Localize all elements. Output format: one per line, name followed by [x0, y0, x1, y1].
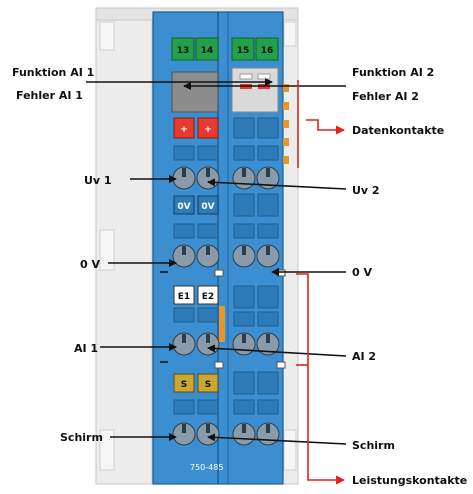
right-callouts — [183, 82, 347, 445]
label-datenkontakte: Datenkontakte — [352, 124, 444, 137]
marker-e1: E1 — [178, 292, 190, 302]
datenkontakte-arrow — [297, 80, 345, 168]
terminal-number-tags: 13 14 15 16 — [171, 37, 279, 61]
label-funktion-ai2: Funktion AI 2 — [352, 66, 434, 79]
marker-0v-1: 0V — [177, 202, 190, 212]
s-markers: S S — [173, 373, 219, 393]
label-fehler-ai1: Fehler AI 1 — [16, 89, 83, 102]
plus-markers: + + — [173, 117, 279, 139]
terminal-15: 15 — [237, 46, 250, 56]
label-funktion-ai1: Funktion AI 1 — [12, 66, 94, 79]
plus-marker-2: + — [204, 125, 212, 135]
marker-s-2: S — [205, 380, 211, 390]
marker-0v-2: 0V — [201, 202, 214, 212]
label-schirm-left: Schirm — [60, 431, 103, 444]
label-leistungskontakte: Leistungskontakte — [352, 474, 467, 487]
e-markers: E1 E2 — [173, 285, 225, 342]
led-funktion-ai2 — [257, 73, 271, 80]
left-callouts — [86, 78, 273, 441]
label-0v-left: 0 V — [80, 258, 100, 271]
marker-e2: E2 — [202, 292, 214, 302]
led-panel — [171, 67, 289, 164]
marker-s-1: S — [181, 380, 187, 390]
terminal-16: 16 — [261, 46, 274, 56]
clamp-row-0v — [172, 244, 280, 268]
zero-v-markers: 0V 0V — [173, 195, 219, 215]
clamp-slots — [182, 168, 270, 433]
bridge-contact — [219, 306, 225, 342]
housing-frame — [95, 7, 299, 485]
label-uv2: Uv 2 — [352, 184, 380, 197]
label-ai2: AI 2 — [352, 350, 376, 363]
release-slots — [173, 145, 279, 415]
leistungskontakte-arrow — [296, 273, 345, 485]
label-uv1: Uv 1 — [84, 174, 112, 187]
label-fehler-ai2: Fehler AI 2 — [352, 90, 419, 103]
plus-marker-1: + — [180, 125, 188, 135]
label-schirm-right: Schirm — [352, 439, 395, 452]
module-id: 750-485 — [190, 463, 223, 472]
led-funktion-ai1 — [239, 73, 253, 80]
terminal-14: 14 — [201, 46, 214, 56]
terminal-13: 13 — [177, 46, 190, 56]
label-ai1: AI 1 — [74, 342, 98, 355]
label-0v-right: 0 V — [352, 266, 372, 279]
